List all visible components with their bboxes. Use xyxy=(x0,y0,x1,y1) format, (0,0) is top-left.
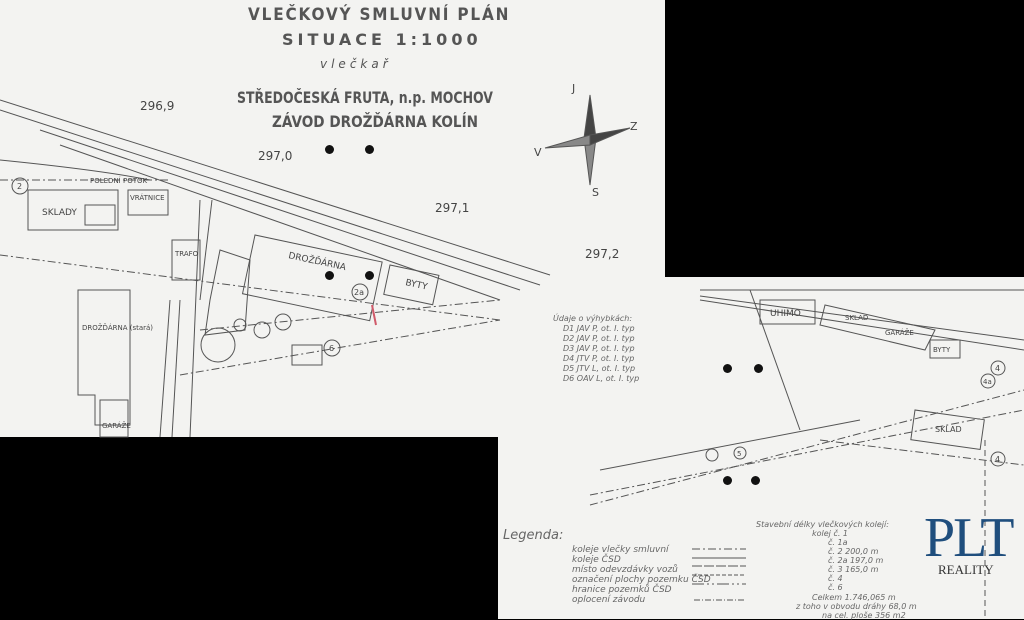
track-number: 2 xyxy=(17,182,22,191)
building-label: BYTY xyxy=(404,278,428,292)
switch-row: D6 OAV L, ot. I. typ xyxy=(563,374,640,383)
plan-company: STŘEDOČESKÁ FRUTA, n.p. MOCHOV xyxy=(237,88,493,107)
km-label: 297,0 xyxy=(258,149,292,163)
plan-owner-label: vlečkař xyxy=(320,57,392,71)
plt-reality-watermark: PLT REALITY xyxy=(924,507,1024,582)
legend-item: místo odevzdávky vozů xyxy=(572,565,678,575)
marker-dot xyxy=(723,364,732,373)
track-length-row: č. 6 xyxy=(828,583,843,592)
legend-item: koleje ČSD xyxy=(572,555,621,565)
switch-row: D1 JAV P, ot. I. typ xyxy=(563,324,635,333)
track-length-sub: na cel. ploše 356 m2 xyxy=(822,611,906,620)
marker-dot xyxy=(723,476,732,485)
marker-dot xyxy=(325,271,334,280)
plan-title: VLEČKOVÝ SMLUVNÍ PLÁN xyxy=(248,5,511,25)
track-length-row: kolej č. 1 xyxy=(812,529,849,538)
track-length-row: č. 4 xyxy=(828,574,843,583)
marker-dot xyxy=(751,476,760,485)
track-length-row: č. 1a xyxy=(828,538,848,547)
building-label: VRÁTNICE xyxy=(130,193,165,202)
legend-item: hranice pozemků ČSD xyxy=(572,585,672,595)
compass-west: V xyxy=(534,146,542,159)
switch-data-heading: Údaje o výhybkách: xyxy=(553,314,633,323)
track-number: 2a xyxy=(354,288,364,297)
marker-dot xyxy=(325,145,334,154)
building-label: GARÁŽE xyxy=(885,328,914,337)
switch-row: D4 JTV P, ot. I. typ xyxy=(563,354,635,363)
building-label: SKLADY xyxy=(42,208,77,218)
track-number: 4 xyxy=(995,364,1000,373)
track-length-row: č. 3 165,0 m xyxy=(828,565,879,574)
legend-item: oplocení závodu xyxy=(572,595,646,605)
km-label: 297,2 xyxy=(585,247,619,261)
building-label: SKLAD xyxy=(845,314,868,322)
switch-row: D5 JTV L, ot. I. typ xyxy=(563,364,636,373)
legend: koleje vlečky smluvní koleje ČSD místo o… xyxy=(572,545,711,605)
switch-row: D2 JAV P, ot. I. typ xyxy=(563,334,635,343)
building-label: UHIMO xyxy=(770,309,801,319)
plan-scan-lower xyxy=(498,277,1024,619)
building-label: SKLAD xyxy=(935,425,962,434)
legend-item: koleje vlečky smluvní xyxy=(572,545,669,555)
building-label: TRAFO xyxy=(174,250,199,258)
watermark-logo: PLT xyxy=(924,507,1014,569)
plan-scale: SITUACE 1:1000 xyxy=(282,30,482,49)
building-label: BYTY xyxy=(933,346,951,354)
km-label: 297,1 xyxy=(435,201,469,215)
stream-label: POLEDNÍ POTOK xyxy=(90,176,147,185)
compass-south: S xyxy=(592,186,599,199)
track-number: 4 xyxy=(995,455,1000,464)
marker-dot xyxy=(365,145,374,154)
track-length-row: č. 2 200,0 m xyxy=(828,547,879,556)
building-label: GARÁŽE xyxy=(102,421,131,430)
plan-plant: ZÁVOD DROŽĎÁRNA KOLÍN xyxy=(272,112,479,131)
track-lengths-heading: Stavební délky vlečkových kolejí: xyxy=(756,520,889,529)
compass-east: Z xyxy=(630,120,638,133)
switch-data: Údaje o výhybkách: D1 JAV P, ot. I. typ … xyxy=(553,314,639,384)
red-mark xyxy=(371,304,377,326)
track-number: 5 xyxy=(737,450,741,458)
building-label: DROŽĎÁRNA (stará) xyxy=(82,323,153,332)
marker-dot xyxy=(365,271,374,280)
track-number: 4a xyxy=(983,378,992,386)
track-length-total: Celkem 1.746,065 m xyxy=(812,593,896,602)
track-lengths: Stavební délky vlečkových kolejí: kolej … xyxy=(756,520,917,620)
track-length-row: č. 2a 197,0 m xyxy=(828,556,884,565)
legend-item: označení plochy pozemku ČSD xyxy=(572,575,711,585)
km-label: 296,9 xyxy=(140,99,174,113)
switch-row: D3 JAV P, ot. I. typ xyxy=(563,344,635,353)
track-number: 6 xyxy=(329,344,334,353)
legend-heading: Legenda: xyxy=(503,528,564,543)
marker-dot xyxy=(754,364,763,373)
watermark-subtitle: REALITY xyxy=(938,562,994,577)
track-length-sub: z toho v obvodu dráhy 68,0 m xyxy=(796,602,917,611)
compass-north: J xyxy=(571,82,575,95)
